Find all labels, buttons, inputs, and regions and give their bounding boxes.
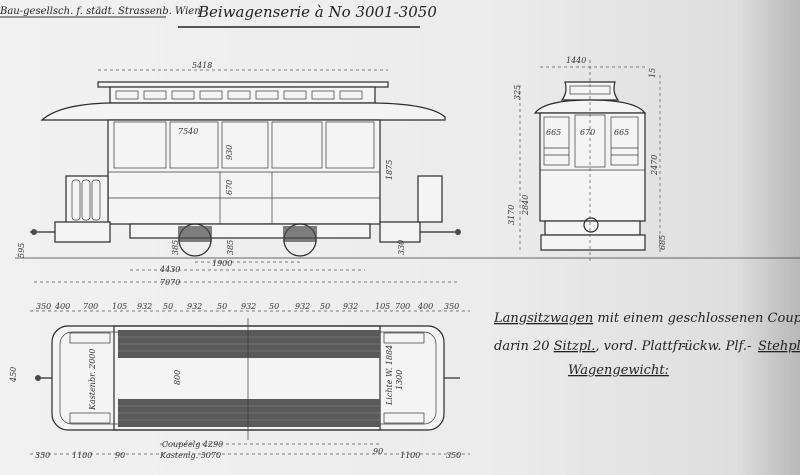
dim-end-total-height: 3170 xyxy=(507,205,516,225)
desc-front-platform: , vord. Plattf.- xyxy=(595,339,685,354)
plan-top-dim: 50 xyxy=(269,302,279,311)
dim-bottom-right-1: 1100 xyxy=(400,451,420,460)
plan-top-dim: 932 xyxy=(343,302,358,311)
drawing-title: Beiwagenserie à No 3001-3050 xyxy=(197,3,437,21)
plan-top-dim: 350 xyxy=(444,302,459,311)
dim-step: 330 xyxy=(397,240,406,255)
dim-bottom-left-2: 90 xyxy=(115,451,125,460)
desc-weight: Wagengewicht: xyxy=(568,363,669,378)
plan-body-length: Kastenlg. 5070 xyxy=(159,451,221,460)
plan-top-dim: 50 xyxy=(217,302,227,311)
dim-end-body-height: 2840 xyxy=(521,195,530,216)
dim-bottom-left-0: 350 xyxy=(35,451,50,460)
plan-top-dim: 400 xyxy=(417,302,433,311)
dim-end-roof: 325 xyxy=(513,85,522,100)
dim-window-right: 665 xyxy=(614,128,629,137)
plan-top-dim: 932 xyxy=(241,302,256,311)
desc-with: mit einem xyxy=(593,311,667,326)
plan-top-dim: 932 xyxy=(187,302,202,311)
plan-view xyxy=(30,310,470,455)
dim-window-width: 7540 xyxy=(178,127,198,136)
plan-top-dim: 400 xyxy=(54,302,70,311)
side-view xyxy=(30,69,461,283)
dim-inner-width: 1300 xyxy=(395,370,404,390)
plan-top-dim: 105 xyxy=(112,302,127,311)
dim-panel: 670 xyxy=(225,180,234,195)
plan-top-dim: 932 xyxy=(137,302,152,311)
coupe-length: Coupéelg 4290 xyxy=(162,440,223,449)
desc-rear-platform: rückw. Plf.- xyxy=(678,339,751,354)
dim-end-roof-top: 15 xyxy=(648,68,657,78)
dim-end-height: 2470 xyxy=(650,155,659,176)
plan-top-dim: 350 xyxy=(36,302,51,311)
desc-type: Langsitzwagen xyxy=(493,311,593,326)
plan-top-dim: 700 xyxy=(83,302,98,311)
dim-bottom-left-1: 1100 xyxy=(72,451,92,460)
company-name: Bau-gesellsch. f. städt. Strassenb. Wien xyxy=(0,6,201,17)
end-view xyxy=(519,60,661,262)
dim-wheel-a: 385 xyxy=(171,240,180,255)
dim-platform-height: 595 xyxy=(17,243,26,258)
plan-top-dim: 50 xyxy=(163,302,173,311)
desc-coupe: geschlossenen Coupée, xyxy=(668,311,800,326)
dim-height-right: 1875 xyxy=(385,160,394,180)
dim-window-height: 930 xyxy=(225,145,234,160)
dim-bottom-right-2: 350 xyxy=(446,451,461,460)
svg-text:Langsitzwagen mit einem geschl: Langsitzwagen mit einem geschlossenen Co… xyxy=(493,311,800,326)
dim-total-length: 7070 xyxy=(160,278,180,287)
plan-top-dim: 105 xyxy=(375,302,390,311)
plan-top-dim: 50 xyxy=(320,302,330,311)
dim-plan-width: 450 xyxy=(9,367,18,383)
description: Langsitzwagen mit einem geschlossenen Co… xyxy=(493,311,800,378)
desc-standing: Stehpl. xyxy=(758,339,800,354)
box-width-left: Kastenbr. 2000 xyxy=(88,349,97,411)
plan-top-dim: 932 xyxy=(295,302,310,311)
dim-body-length: 4430 xyxy=(159,265,180,274)
dim-center-width: 800 xyxy=(173,370,182,385)
dim-end-width: 1440 xyxy=(566,56,586,65)
dim-roof-length: 5418 xyxy=(192,61,212,70)
box-width-right: Lichte W. 1884 xyxy=(385,345,394,406)
desc-seats: Sitzpl. xyxy=(554,339,596,354)
desc-seats-count: darin 20 xyxy=(494,339,554,354)
plan-top-dim: 700 xyxy=(395,302,410,311)
dim-wheelbase: 1900 xyxy=(212,259,232,268)
svg-text:darin 20 Sitzpl., vord. Plattf: darin 20 Sitzpl., vord. Plattf.- xyxy=(494,339,686,354)
dim-end-floor-height: 685 xyxy=(658,235,667,250)
dim-window-left: 665 xyxy=(546,128,561,137)
dim-window-center: 670 xyxy=(580,128,595,137)
dim-bottom-right-0: 90 xyxy=(373,447,383,456)
dim-wheel-b: 385 xyxy=(226,240,235,255)
